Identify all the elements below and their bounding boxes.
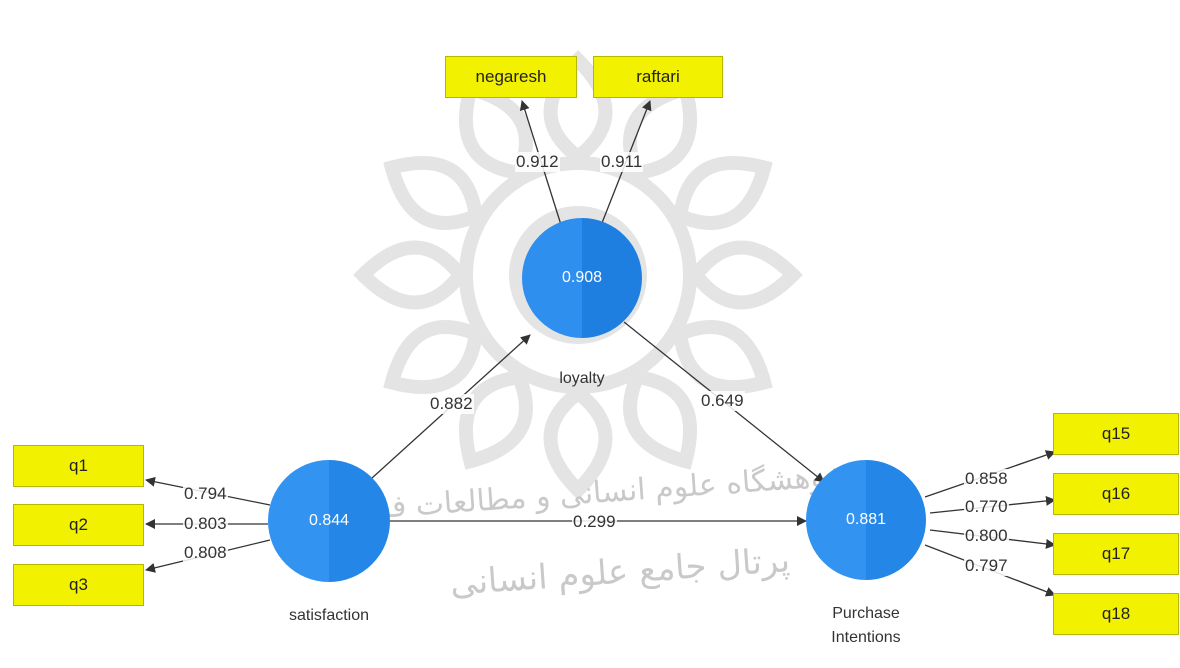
construct-satisfaction-value: 0.844 <box>308 512 350 529</box>
construct-purchase-intentions[interactable]: 0.881 <box>806 460 926 580</box>
loading-q18: 0.797 <box>964 556 1009 576</box>
construct-loyalty[interactable]: 0.908 <box>522 218 642 338</box>
construct-purchase-label: Purchase Intentions <box>796 602 936 650</box>
watermark-petal <box>383 155 484 230</box>
indicator-q18[interactable]: q18 <box>1053 593 1179 635</box>
path-satisfaction-loyalty: 0.882 <box>429 394 474 414</box>
watermark-petal <box>687 240 803 310</box>
construct-satisfaction-label: satisfaction <box>288 607 370 624</box>
watermark-petal <box>543 50 613 166</box>
loading-q2: 0.803 <box>183 514 228 534</box>
watermark-petal <box>458 369 533 470</box>
loading-q1: 0.794 <box>183 484 228 504</box>
indicator-q1[interactable]: q1 <box>13 445 144 487</box>
indicator-q17[interactable]: q17 <box>1053 533 1179 575</box>
indicator-negaresh[interactable]: negaresh <box>445 56 577 98</box>
construct-purchase-value: 0.881 <box>845 511 887 528</box>
indicator-raftari[interactable]: raftari <box>593 56 723 98</box>
indicator-q3[interactable]: q3 <box>13 564 144 606</box>
construct-purchase-label-line1: Purchase <box>832 605 900 622</box>
watermark-petal <box>353 240 469 310</box>
indicator-q15[interactable]: q15 <box>1053 413 1179 455</box>
construct-loyalty-value: 0.908 <box>561 269 603 286</box>
loading-q15: 0.858 <box>964 469 1009 489</box>
watermark-petal <box>543 384 613 500</box>
path-satisfaction-purchase: 0.299 <box>572 512 617 532</box>
loading-q16: 0.770 <box>964 497 1009 517</box>
construct-satisfaction[interactable]: 0.844 <box>268 460 390 582</box>
loading-q3: 0.808 <box>183 543 228 563</box>
construct-loyalty-label: loyalty <box>559 370 605 387</box>
construct-purchase-label-line2: Intentions <box>831 629 901 646</box>
loading-negaresh: 0.912 <box>515 152 560 172</box>
watermark-petal <box>672 155 773 230</box>
watermark-petal <box>672 320 773 395</box>
loading-q17: 0.800 <box>964 526 1009 546</box>
indicator-q2[interactable]: q2 <box>13 504 144 546</box>
loading-raftari: 0.911 <box>600 152 644 172</box>
watermark-petal <box>383 320 484 395</box>
watermark-petal <box>623 369 698 470</box>
indicator-q16[interactable]: q16 <box>1053 473 1179 515</box>
path-loyalty-purchase: 0.649 <box>700 391 745 411</box>
